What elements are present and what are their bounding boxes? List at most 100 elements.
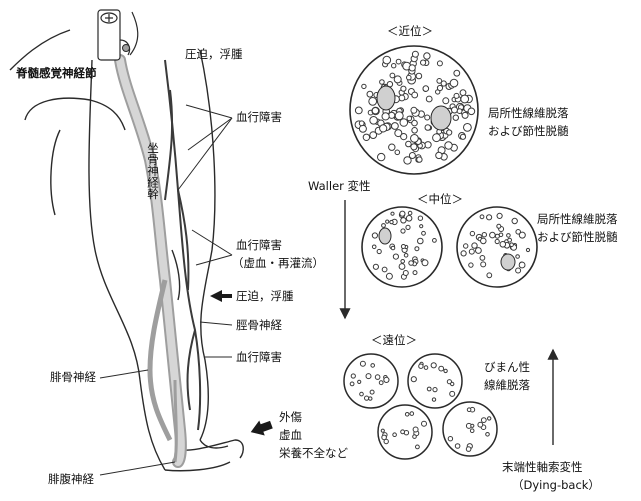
nerve-fiber bbox=[421, 60, 426, 65]
nerve-fiber bbox=[390, 73, 395, 78]
nerve-fiber bbox=[422, 421, 427, 426]
nerve-fiber bbox=[480, 256, 485, 261]
nerve-fiber bbox=[416, 73, 422, 79]
label-dying-back-2: （Dying-back） bbox=[512, 478, 600, 493]
nerve-fiber bbox=[401, 86, 406, 91]
proximal-cross-section bbox=[350, 46, 478, 174]
nerve-fiber bbox=[370, 390, 374, 394]
spinal-cord bbox=[98, 10, 138, 60]
nerve-fiber bbox=[404, 254, 408, 258]
label-distal: ＜遠位＞ bbox=[371, 333, 417, 348]
nerve-fiber bbox=[464, 244, 468, 248]
nerve-fiber bbox=[433, 388, 437, 392]
nerve-fiber bbox=[369, 98, 377, 106]
nerve-fiber bbox=[360, 361, 365, 366]
nerve-fiber bbox=[396, 59, 401, 64]
nerve-fiber bbox=[519, 262, 525, 268]
nerve-fiber bbox=[395, 112, 403, 120]
label-middle-note-1: 局所性線維脱落 bbox=[537, 212, 618, 227]
nerve-fiber bbox=[358, 380, 361, 383]
nerve-fiber bbox=[412, 128, 418, 134]
nerve-fiber bbox=[461, 95, 469, 103]
nerve-fiber bbox=[409, 65, 415, 71]
nerve-fiber bbox=[481, 262, 486, 267]
nerve-fiber bbox=[373, 264, 378, 269]
nerve-fiber bbox=[386, 273, 392, 279]
label-ischemia: 虚血 bbox=[279, 428, 302, 443]
nerve-fiber bbox=[425, 115, 430, 120]
nerve-fiber bbox=[383, 56, 391, 64]
nerve-fiber bbox=[512, 218, 517, 223]
nerve-fiber bbox=[425, 125, 431, 131]
nerve-fiber bbox=[413, 435, 417, 439]
nerve-fiber bbox=[392, 123, 399, 130]
nerve-fiber bbox=[350, 382, 354, 386]
nerve-fiber bbox=[510, 243, 514, 247]
nerve-fiber bbox=[416, 445, 420, 449]
nerve-fiber bbox=[412, 51, 418, 57]
nerve-fiber bbox=[508, 238, 512, 242]
label-sural-nerve: 腓腹神経 bbox=[48, 472, 94, 487]
nerve-fiber bbox=[487, 273, 492, 278]
nerve-fiber bbox=[360, 392, 364, 396]
nerve-fiber bbox=[433, 134, 441, 142]
nerve-fiber bbox=[424, 366, 428, 370]
label-middle: ＜中位＞ bbox=[417, 192, 463, 207]
nerve-fiber bbox=[497, 213, 502, 218]
nerve-fiber bbox=[391, 246, 395, 250]
nerve-fiber bbox=[426, 96, 432, 102]
label-compression-middle: 圧迫，浮腫 bbox=[236, 289, 294, 304]
nerve-fiber bbox=[454, 93, 459, 98]
nerve-fiber bbox=[399, 95, 405, 101]
nerve-fiber bbox=[407, 116, 412, 121]
nerve-fiber bbox=[401, 218, 406, 223]
label-peroneal-nerve: 腓骨神経 bbox=[50, 370, 96, 385]
nerve-fiber bbox=[433, 239, 437, 243]
nerve-fiber bbox=[355, 107, 362, 114]
nerve-fiber bbox=[415, 247, 419, 251]
nerve-fiber bbox=[380, 125, 387, 132]
nerve-fiber bbox=[365, 396, 369, 400]
nerve-fiber bbox=[375, 375, 380, 380]
nerve-fiber bbox=[359, 125, 366, 132]
nerve-fiber bbox=[437, 85, 442, 90]
nerve-fiber bbox=[399, 264, 405, 270]
label-blood-flow-upper: 血行障害 bbox=[236, 110, 282, 125]
nerve-fiber bbox=[519, 232, 525, 238]
label-proximal-note-2: および節性脱髄 bbox=[488, 124, 569, 139]
nerve-fiber bbox=[495, 234, 499, 238]
nerve-fiber bbox=[488, 417, 491, 420]
nerve-fiber bbox=[407, 75, 412, 80]
nerve-fiber bbox=[443, 98, 449, 104]
nerve-fiber bbox=[455, 444, 460, 449]
nerve-fiber bbox=[497, 224, 501, 228]
nerve-fiber bbox=[411, 377, 416, 382]
nerve-fiber bbox=[437, 79, 442, 84]
nerve-fiber bbox=[478, 422, 483, 427]
nerve-fiber bbox=[472, 243, 477, 248]
nerve-fiber bbox=[481, 238, 487, 244]
nerve-fiber bbox=[390, 220, 393, 223]
nerve-fiber bbox=[411, 135, 419, 143]
nerve-fiber bbox=[386, 220, 389, 223]
nerve-fiber bbox=[367, 91, 373, 97]
nerve-fiber bbox=[420, 225, 423, 228]
nerve-fiber bbox=[470, 429, 474, 433]
middle-cross-section-right bbox=[457, 207, 537, 287]
nerve-fiber bbox=[401, 430, 405, 434]
label-trauma: 外傷 bbox=[279, 410, 302, 425]
nerve-fiber bbox=[431, 363, 436, 368]
nerve-fiber bbox=[417, 157, 422, 162]
nerve-fiber bbox=[481, 418, 486, 423]
nerve-fiber bbox=[392, 63, 396, 67]
nerve-fiber bbox=[424, 53, 430, 59]
distal-cross-section-4 bbox=[443, 402, 497, 456]
nerve-fiber bbox=[476, 248, 482, 254]
nerve-fiber bbox=[379, 381, 383, 385]
nerve-fiber bbox=[445, 142, 452, 149]
nerve-fiber bbox=[351, 374, 355, 378]
nerve-fiber bbox=[516, 255, 520, 259]
label-proximal: ＜近位＞ bbox=[387, 24, 433, 39]
label-middle-note-2: および節性脱髄 bbox=[537, 230, 618, 245]
nerve-fiber bbox=[486, 433, 490, 437]
